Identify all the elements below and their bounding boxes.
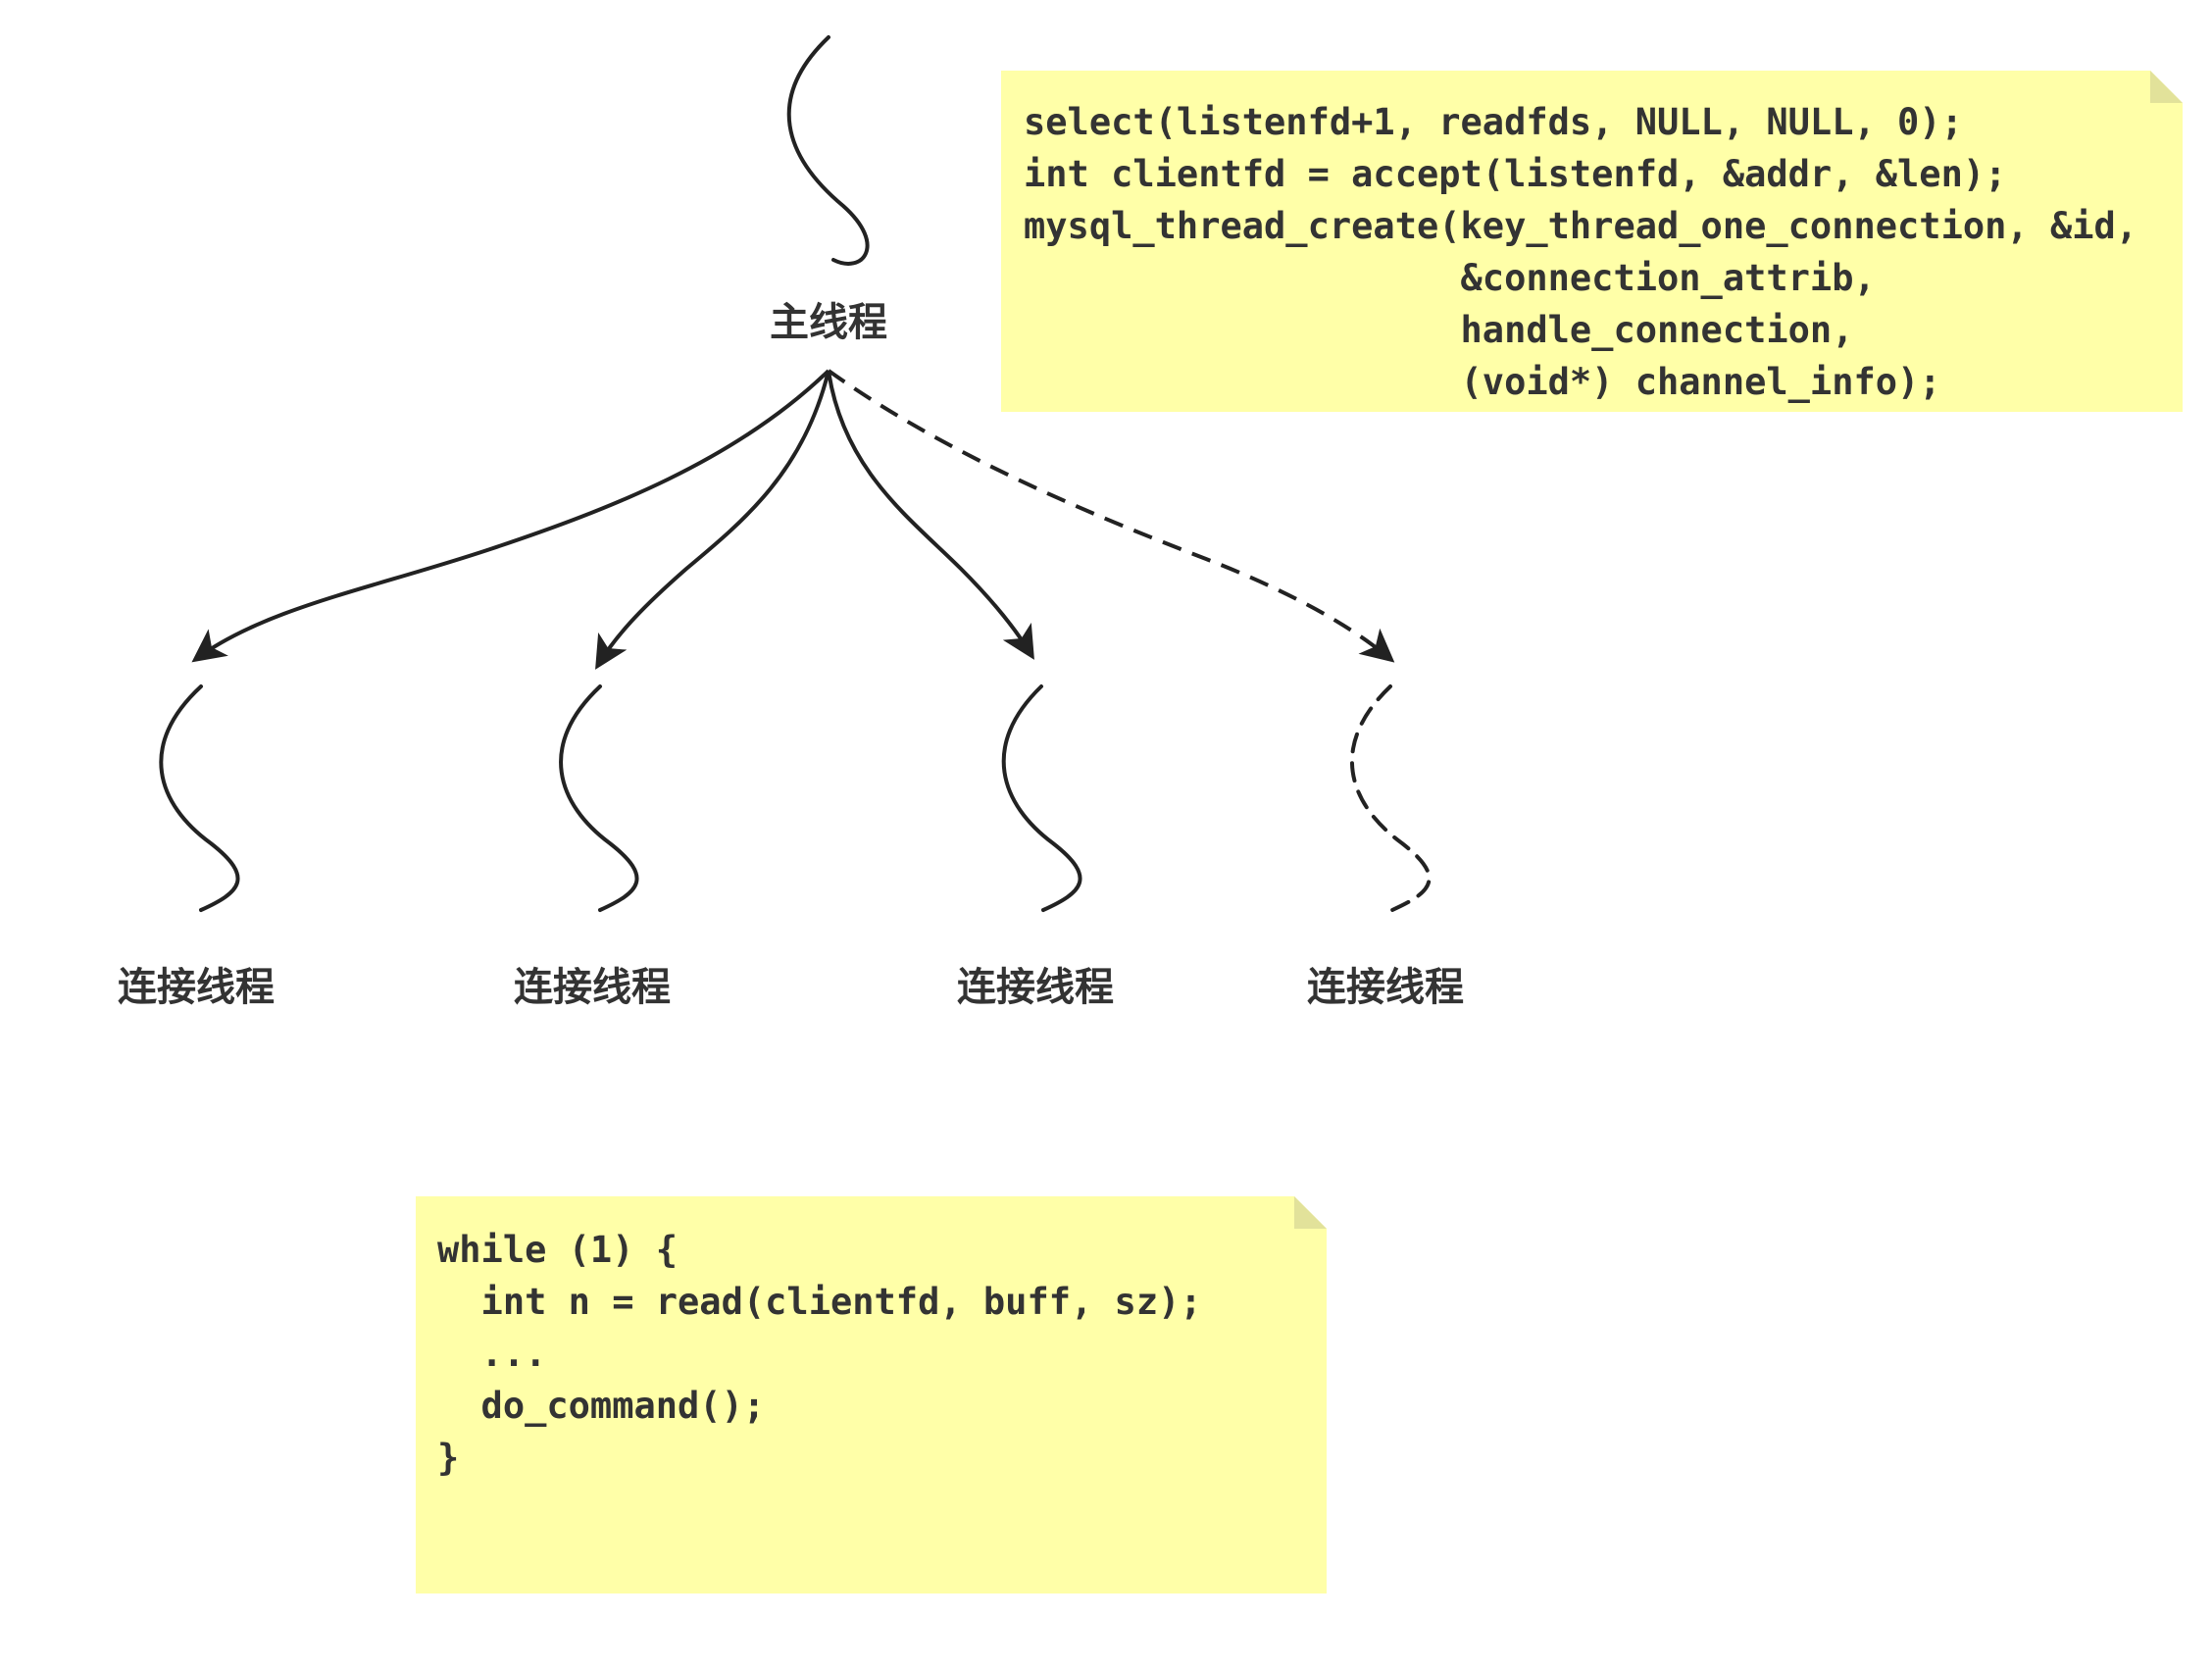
main-thread-code-note: select(listenfd+1, readfds, NULL, NULL, …: [1001, 71, 2183, 412]
main-note-fold: [2150, 71, 2183, 103]
main-thread: 主线程: [770, 35, 887, 345]
connection-thread-label-4: 连接线程: [1307, 965, 1464, 1010]
main-note-line-1: select(listenfd+1, readfds, NULL, NULL, …: [1024, 101, 1963, 143]
main-note-line-2: int clientfd = accept(listenfd, &addr, &…: [1024, 153, 2006, 195]
main-note-line-5: handle_connection,: [1024, 309, 1853, 351]
main-note-line-4: &connection_attrib,: [1024, 257, 1876, 299]
main-thread-label: 主线程: [770, 300, 887, 345]
connection-thread-label-1: 连接线程: [118, 965, 275, 1010]
connection-thread-3: 连接线程: [957, 684, 1114, 1010]
spawn-arrow-2: [595, 370, 830, 670]
worker-note-line-3: ...: [437, 1333, 546, 1375]
connection-thread-code-note: while (1) { int n = read(clientfd, buff,…: [416, 1196, 1327, 1593]
spawn-arrows: [191, 369, 1395, 670]
main-thread-wave: [786, 35, 870, 266]
worker-note-fold: [1294, 1196, 1327, 1229]
connection-thread-2: 连接线程: [514, 684, 671, 1010]
connection-thread-4-dashed: 连接线程: [1307, 684, 1464, 1010]
worker-note-line-4: do_command();: [437, 1385, 765, 1427]
worker-note-line-2: int n = read(clientfd, buff, sz);: [437, 1281, 1202, 1323]
spawn-arrow-3: [827, 370, 1034, 660]
connection-thread-wave-3: [1001, 684, 1082, 912]
spawn-arrow-1: [191, 369, 830, 663]
connection-thread-wave-2: [559, 684, 639, 912]
main-note-line-3: mysql_thread_create(key_thread_one_conne…: [1024, 205, 2137, 247]
connection-thread-label-2: 连接线程: [514, 965, 671, 1010]
connection-thread-1: 连接线程: [118, 684, 275, 1010]
worker-note-line-5: }: [437, 1437, 459, 1479]
worker-note-line-1: while (1) {: [437, 1229, 678, 1271]
main-note-body: [1001, 71, 2183, 412]
spawn-arrow-4-dashed: [827, 369, 1395, 663]
connection-thread-wave-1: [159, 684, 240, 912]
connection-thread-label-3: 连接线程: [957, 965, 1114, 1010]
connection-thread-wave-4: [1350, 684, 1432, 912]
main-note-line-6: (void*) channel_info);: [1024, 361, 1941, 403]
worker-note-body: [416, 1196, 1327, 1593]
